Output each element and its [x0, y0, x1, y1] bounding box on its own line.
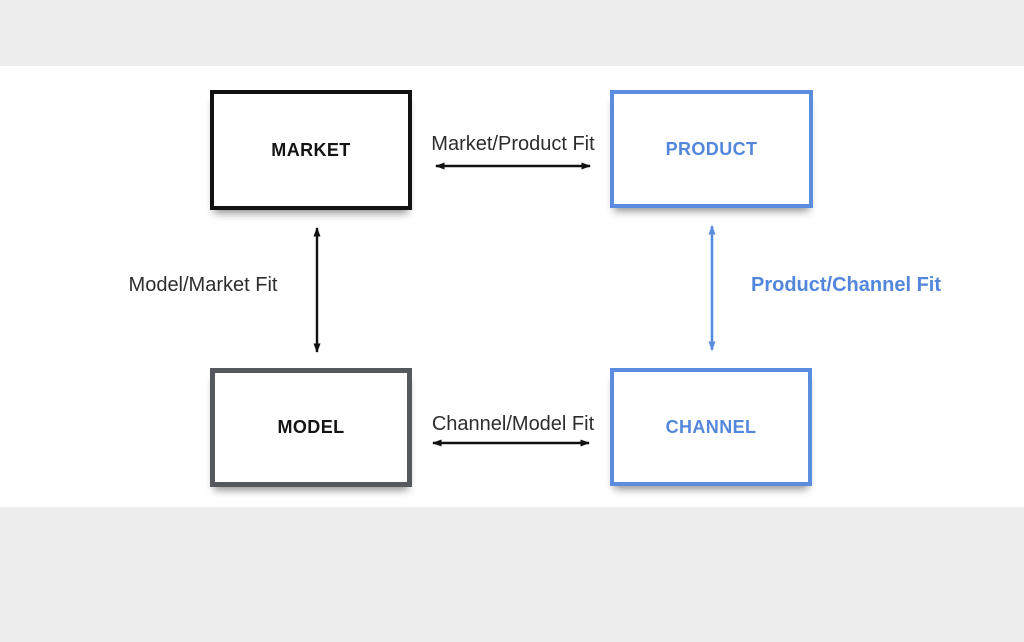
product-box: PRODUCT	[610, 90, 813, 208]
channel-model-fit-label: Channel/Model Fit	[431, 413, 595, 435]
model-box-label: MODEL	[277, 417, 345, 437]
market-product-fit-label: Market/Product Fit	[431, 133, 595, 155]
channel-box-label: CHANNEL	[665, 416, 757, 437]
channel-box: CHANNEL	[610, 368, 812, 486]
slide-canvas: MARKET PRODUCT MODEL CHANNEL Market/Prod…	[0, 66, 1024, 507]
model-box: MODEL	[210, 368, 412, 487]
product-box-label: PRODUCT	[665, 138, 758, 159]
market-box: MARKET	[210, 90, 412, 210]
product-channel-fit-label: Product/Channel Fit	[751, 274, 941, 296]
model-market-fit-label: Model/Market Fit	[128, 274, 278, 296]
slide-stage: MARKET PRODUCT MODEL CHANNEL Market/Prod…	[0, 66, 1024, 507]
market-box-label: MARKET	[271, 139, 351, 160]
